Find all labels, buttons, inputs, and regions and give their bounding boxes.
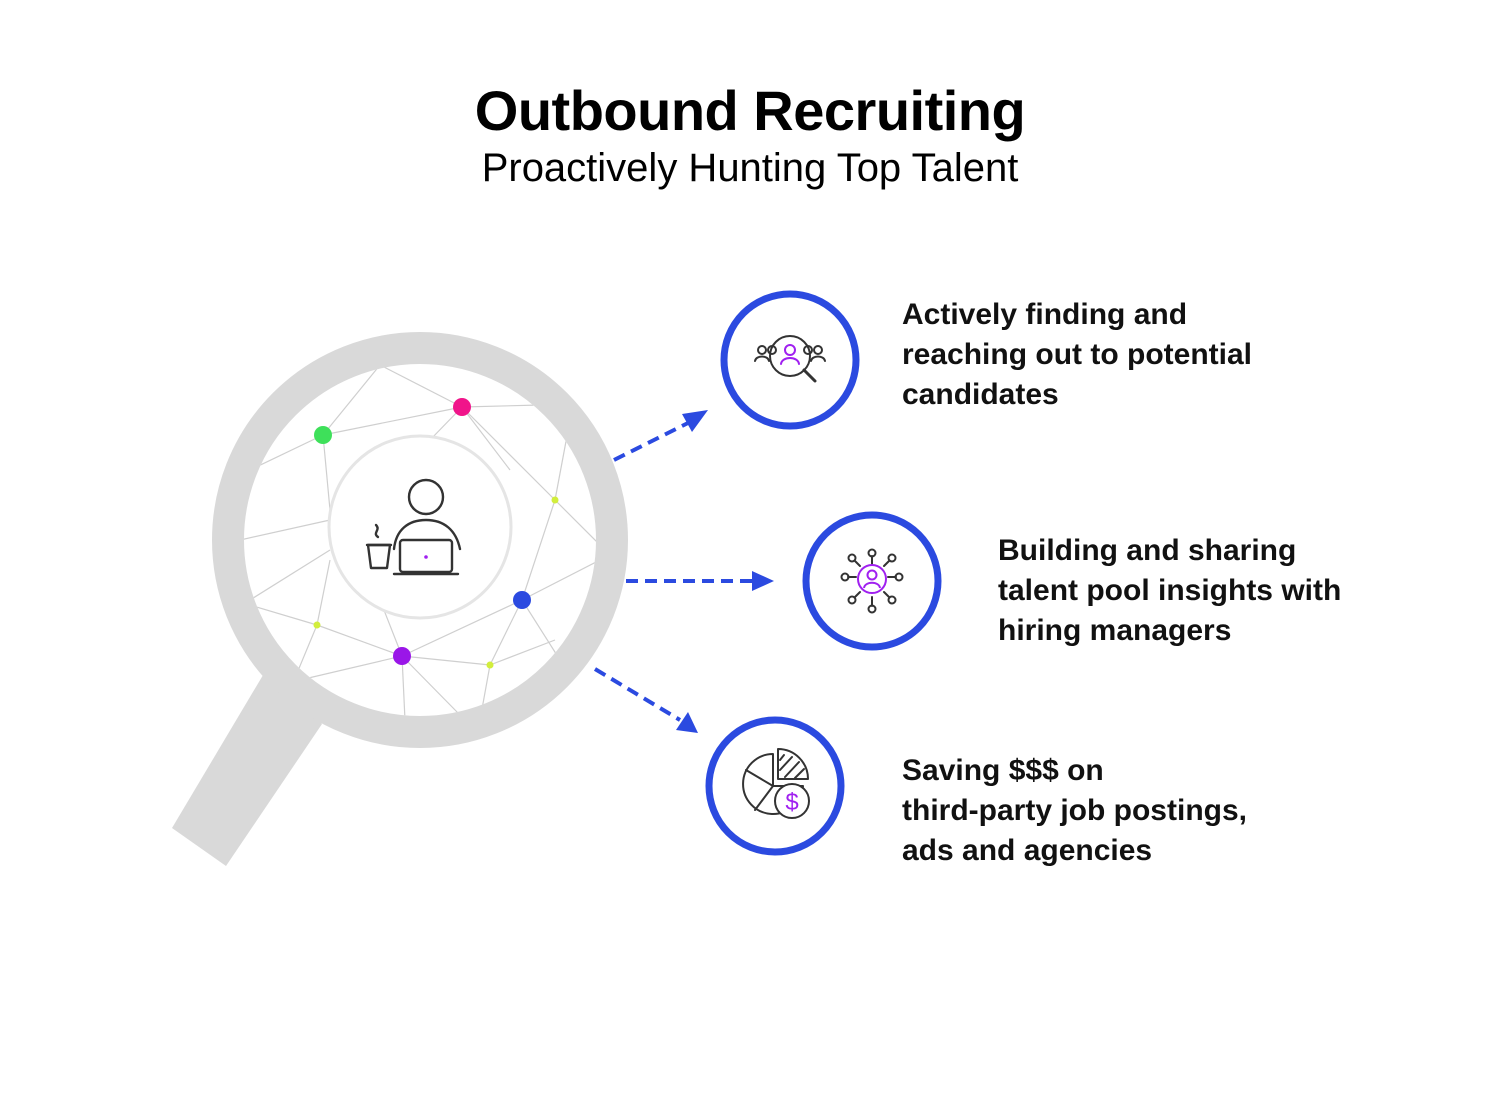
laptop-dot	[424, 555, 428, 559]
people-search-icon	[754, 335, 826, 383]
page-subtitle: Proactively Hunting Top Talent	[481, 146, 1019, 190]
people-search-highlight	[780, 344, 800, 365]
benefit-3-text: Saving $$$ on third-party job postings, …	[902, 754, 1247, 867]
talent-network-highlight	[857, 564, 887, 594]
arrow-to-benefit-3	[593, 667, 698, 733]
talent-network	[244, 364, 596, 716]
network-node	[393, 647, 411, 665]
dollar-sign-icon: $	[785, 789, 798, 816]
benefit-1-circle	[720, 290, 860, 430]
pie-chart-savings-icon	[742, 748, 810, 819]
benefit-2-circle	[802, 511, 942, 651]
arrow-to-benefit-1	[613, 410, 708, 462]
benefit-1-text: Actively finding and reaching out to pot…	[902, 298, 1252, 411]
arrow-to-benefit-2	[626, 571, 774, 591]
network-node	[314, 426, 332, 444]
network-node	[453, 398, 471, 416]
page-title: Outbound Recruiting	[474, 79, 1026, 142]
network-node	[313, 621, 321, 629]
talent-network-icon	[840, 548, 904, 614]
center-circle	[327, 434, 513, 620]
magnifier-handle	[172, 660, 322, 866]
network-node	[513, 591, 531, 609]
network-node	[486, 661, 494, 669]
benefit-2-text: Building and sharing talent pool insight…	[998, 534, 1342, 647]
network-node	[551, 496, 559, 504]
